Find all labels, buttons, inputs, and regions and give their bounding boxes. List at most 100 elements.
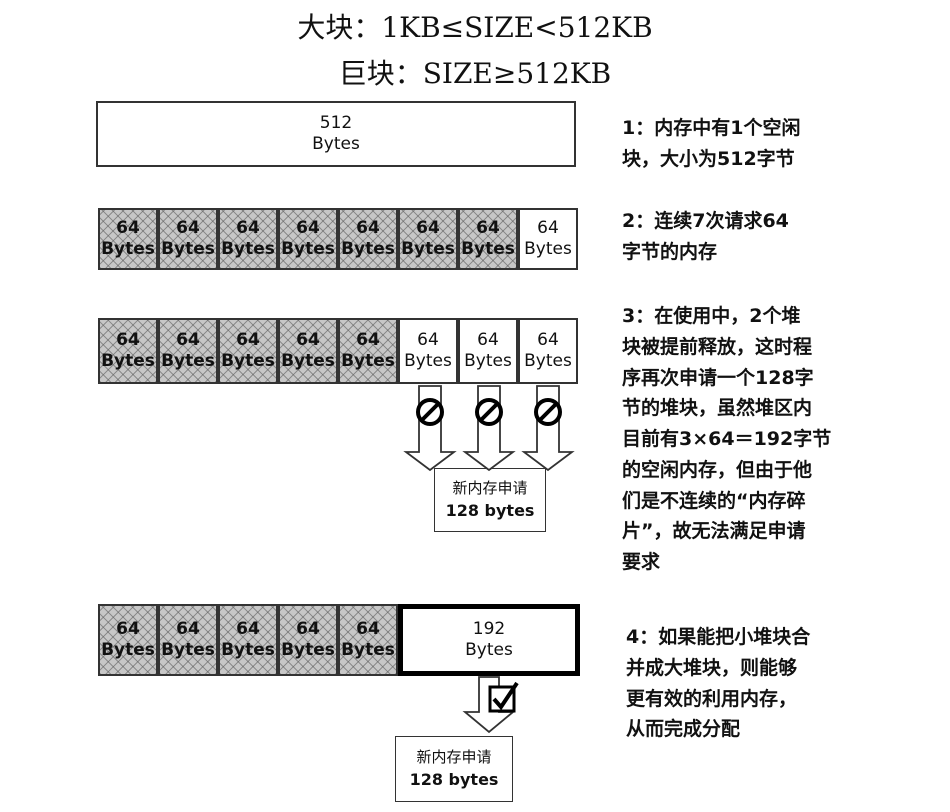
prohibited-icon	[475, 398, 503, 426]
block-size: 64	[296, 217, 320, 238]
caption-line: 并成大堆块，则能够	[626, 656, 798, 679]
caption-line: 要求	[622, 551, 661, 574]
block-unit: Bytes	[341, 640, 395, 660]
caption-line: 更有效的利用内存，	[626, 687, 798, 710]
block-unit: Bytes	[101, 239, 155, 259]
caption-line: 序再次申请一个128字	[622, 366, 814, 389]
block-unit: Bytes	[221, 640, 275, 660]
down-arrow-icon	[521, 385, 575, 472]
block-unit: Bytes	[221, 239, 275, 259]
caption-line: 从而完成分配	[626, 718, 741, 741]
block-unit: Bytes	[524, 351, 572, 371]
block-size: 64	[296, 618, 320, 639]
step4-caption: 4：如果能把小堆块合 并成大堆块，则能够 更有效的利用内存， 从而完成分配	[626, 622, 810, 745]
title-huge-block: 巨块：SIZE≥512KB	[338, 57, 612, 90]
caption-line: 3：在使用中，2个堆	[622, 305, 801, 327]
down-arrow-icon	[403, 385, 457, 472]
block-unit: Bytes	[524, 239, 572, 259]
checkbox-checked-icon	[488, 681, 519, 713]
block-unit: Bytes	[161, 351, 215, 371]
block-size: 512	[319, 112, 353, 133]
block-size: 64	[537, 217, 559, 238]
block-size: 64	[176, 618, 200, 639]
block-size: 64	[416, 217, 440, 238]
down-arrow-icon	[462, 385, 516, 472]
caption-line: 1：内存中有1个空闲	[622, 117, 801, 139]
block-size: 64	[236, 329, 260, 350]
request-size: 128 bytes	[445, 501, 535, 521]
block-size: 64	[116, 217, 140, 238]
caption-line: 块被提前释放，这时程	[622, 335, 813, 358]
block-size: 64	[176, 329, 200, 350]
request-label: 新内存申请	[416, 747, 492, 766]
caption-line: 目前有3×64＝192字节	[622, 428, 832, 451]
block-unit: Bytes	[404, 351, 452, 371]
prohibited-icon	[416, 398, 444, 426]
block-unit: Bytes	[221, 351, 275, 371]
step1-caption: 1：内存中有1个空闲 块，大小为512字节	[622, 113, 800, 175]
block-unit: Bytes	[161, 239, 215, 259]
caption-line: 2：连续7次请求64	[622, 210, 789, 232]
title-large-block: 大块：1KB≤SIZE<512KB	[297, 11, 653, 44]
caption-line: 的空闲内存，但由于他	[622, 458, 813, 481]
caption-line: 字节的内存	[622, 240, 718, 263]
block-unit: Bytes	[161, 640, 215, 660]
request-size: 128 bytes	[409, 770, 499, 790]
block-unit: Bytes	[281, 239, 335, 259]
block-size: 64	[356, 618, 380, 639]
block-unit: Bytes	[465, 640, 513, 660]
block-unit: Bytes	[281, 640, 335, 660]
block-size: 64	[477, 329, 499, 350]
block-size: 64	[296, 329, 320, 350]
block-unit: Bytes	[461, 239, 515, 259]
block-unit: Bytes	[341, 351, 395, 371]
block-unit: Bytes	[401, 239, 455, 259]
block-unit: Bytes	[341, 239, 395, 259]
caption-line: 节的堆块，虽然堆区内	[622, 397, 813, 420]
block-unit: Bytes	[312, 134, 360, 154]
step2-caption: 2：连续7次请求64 字节的内存	[622, 206, 789, 268]
caption-line: 片”，故无法满足申请	[622, 520, 806, 543]
caption-line: 块，大小为512字节	[622, 147, 795, 170]
block-size: 64	[176, 217, 200, 238]
block-unit: Bytes	[281, 351, 335, 371]
block-size: 64	[356, 329, 380, 350]
prohibited-icon	[534, 398, 562, 426]
caption-line: 们是不连续的“内存碎	[622, 489, 806, 512]
block-unit: Bytes	[464, 351, 512, 371]
block-size: 64	[236, 618, 260, 639]
block-size: 64	[476, 217, 500, 238]
block-size: 192	[472, 618, 506, 639]
block-size: 64	[116, 329, 140, 350]
free-block-512: 512 Bytes	[96, 101, 576, 167]
block-size: 64	[116, 618, 140, 639]
step3-caption: 3：在使用中，2个堆 块被提前释放，这时程 序再次申请一个128字 节的堆块，虽…	[622, 301, 831, 578]
new-request-box: 新内存申请 128 bytes	[395, 736, 513, 802]
block-unit: Bytes	[101, 351, 155, 371]
block-unit: Bytes	[101, 640, 155, 660]
caption-line: 4：如果能把小堆块合	[626, 626, 811, 648]
block-size: 64	[356, 217, 380, 238]
block-size: 64	[236, 217, 260, 238]
block-size: 64	[417, 329, 439, 350]
